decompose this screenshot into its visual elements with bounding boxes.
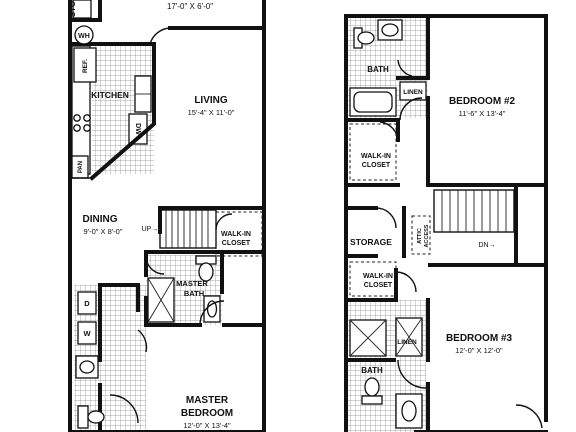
living-label: LIVING [194,95,228,106]
kitchen-angled-wall [89,42,156,181]
top-bath-toilet [353,27,375,49]
laundry-door-swing [137,329,148,353]
refrigerator [73,47,97,83]
walk-in-top-door-swing [379,121,399,143]
bedroom3-label: BEDROOM #3 [446,333,513,344]
hall-door-swing [145,255,165,275]
laundry-sink [75,355,99,379]
kitchen-label: KITCHEN [91,90,129,100]
walk-in-closet-door-swing [215,213,233,231]
master-bedroom-label-2: BEDROOM [181,408,233,419]
stove-icon [73,114,91,132]
pantry-label: PAN [78,161,84,173]
bedroom2-label: BEDROOM #2 [449,96,516,107]
bottom-bath-door-swing [397,359,427,389]
dryer-label: D [84,299,90,308]
sto-closet-box [72,0,92,19]
walk-in-closet-top-label-2: CLOSET [362,162,391,169]
laundry-wall [98,283,140,432]
bath-top-label: BATH [367,65,389,74]
master-toilet [195,255,217,282]
walk-in-closet-bottom-wall [344,268,398,302]
top-bath-wall [344,14,430,187]
bathtub [349,87,397,117]
master-bath-door-swing [199,300,225,326]
washer-label: W [83,329,91,338]
master-bedroom-dimension: 12'-0" X 13'-4" [183,421,231,430]
stair-up-label: UP→ [142,226,159,233]
living-dimension: 15'-4" X 11'-0" [188,108,235,117]
dining-label: DINING [83,214,118,225]
top-room-dimension: 17'-0" X 6'-0" [167,2,213,11]
storage-door-swing [149,27,171,45]
upper-stair [433,189,515,233]
floor-one-outer-wall [68,0,266,432]
master-bath-label-1: MASTER [176,279,208,288]
bedroom3-dimension: 12'-0" X 12'-0" [455,346,503,355]
top-storage-wall [68,0,102,22]
fridge-label: REF. [82,59,89,73]
storage-south-wall [68,26,266,46]
storage-door-swing-upper [375,207,397,229]
stair-down-label: DN→ [478,242,495,249]
floor-one [68,0,266,432]
bottom-bath-toilet [361,377,383,405]
attic-access-label-1: ATTIC [417,228,423,244]
floor-two-outer-wall [344,14,548,432]
storage-wall [344,206,406,258]
linen-top-label: LINEN [403,89,423,96]
laundry-toilet [77,405,105,429]
stair [159,209,217,249]
walk-in-closet-top-label-1: WALK-IN [361,153,391,160]
washer [77,321,97,345]
master-bath-wall [144,250,266,327]
bottom-bath-wall [344,298,430,432]
bath-bottom-label: BATH [361,366,383,375]
sto-label: STO [68,1,77,17]
walk-in-closet-bottom-label-1: WALK-IN [363,273,393,280]
bedroom-door-swing [109,394,139,424]
water-heater [74,25,94,45]
bedroom2-dimension: 11'-6" X 13'-4" [459,109,506,118]
linen-bottom-label: LINEN [397,339,417,346]
bedroom3-door-swing [515,404,543,429]
walk-in-closet-outline [215,211,263,257]
walk-in-closet-bottom-label-2: CLOSET [364,282,393,289]
top-bath-door-swing [399,97,423,121]
dryer [77,291,97,315]
walk-in-closet-top-outline [349,123,397,181]
dishwasher-label: DW [134,123,141,135]
master-bath-label-2: BATH [184,289,204,298]
storage-label: STORAGE [350,237,392,247]
attic-access-label-2: ACCESS [424,224,430,247]
bottom-bath-sink [395,393,423,429]
floor-two [344,14,548,432]
dining-dimension: 9'-0" X 8'-0" [83,227,122,236]
walk-in-bottom-door-swing [395,271,417,293]
bedroom2-door-swing [397,59,413,77]
walk-in-closet-label-1: WALK-IN [221,231,251,238]
master-bedroom-label-1: MASTER [186,395,229,406]
top-bath-sink [377,19,403,41]
walk-in-closet-label-2: CLOSET [222,240,251,247]
water-heater-label: WH [78,33,90,40]
